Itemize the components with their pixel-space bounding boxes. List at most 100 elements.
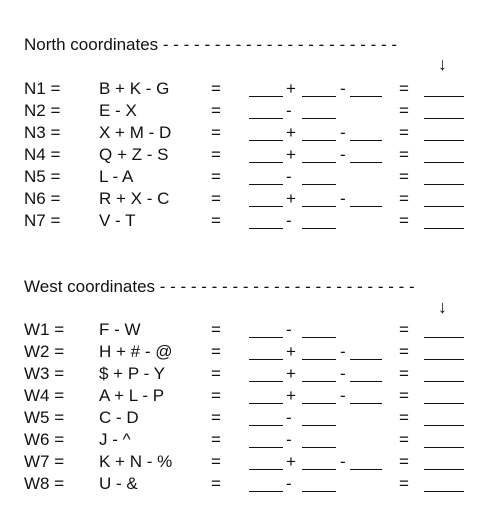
equals-sign: = <box>211 79 221 98</box>
coordinate-row: W1 =F - W=-= <box>0 320 500 342</box>
answer-blank-2[interactable] <box>302 403 336 404</box>
row-label: N3 = <box>24 123 61 142</box>
result-equals-sign: = <box>399 430 409 449</box>
answer-blank-1[interactable] <box>249 228 283 229</box>
answer-blank-1[interactable] <box>249 491 283 492</box>
operator-2: - <box>340 386 346 405</box>
answer-blank-1[interactable] <box>249 206 283 207</box>
answer-blank-1[interactable] <box>249 140 283 141</box>
answer-blank-3[interactable] <box>350 162 382 163</box>
answer-blank-2[interactable] <box>302 337 336 338</box>
coordinate-row: W5 =C - D=-= <box>0 408 500 430</box>
west-heading: West coordinates - - - - - - - - - - - -… <box>24 277 415 296</box>
result-equals-sign: = <box>399 320 409 339</box>
answer-blank-2[interactable] <box>302 491 336 492</box>
answer-blank-2[interactable] <box>302 469 336 470</box>
operator-1: - <box>286 408 292 427</box>
answer-blank-2[interactable] <box>302 118 336 119</box>
equals-sign: = <box>211 320 221 339</box>
answer-blank-1[interactable] <box>249 96 283 97</box>
row-expression: X + M - D <box>99 123 172 142</box>
answer-blank-1[interactable] <box>249 447 283 448</box>
operator-2: - <box>340 342 346 361</box>
answer-blank-2[interactable] <box>302 206 336 207</box>
answer-blank-2[interactable] <box>302 184 336 185</box>
operator-2: - <box>340 364 346 383</box>
row-expression: B + K - G <box>99 79 170 98</box>
result-blank[interactable] <box>424 162 464 163</box>
equals-sign: = <box>211 189 221 208</box>
result-blank[interactable] <box>424 403 464 404</box>
operator-2: - <box>340 145 346 164</box>
result-blank[interactable] <box>424 96 464 97</box>
operator-1: + <box>286 364 296 383</box>
answer-blank-1[interactable] <box>249 118 283 119</box>
result-blank[interactable] <box>424 118 464 119</box>
result-blank[interactable] <box>424 206 464 207</box>
answer-blank-3[interactable] <box>350 381 382 382</box>
operator-1: + <box>286 145 296 164</box>
equals-sign: = <box>211 386 221 405</box>
answer-blank-1[interactable] <box>249 381 283 382</box>
row-label: W7 = <box>24 452 65 471</box>
answer-blank-1[interactable] <box>249 162 283 163</box>
operator-1: - <box>286 211 292 230</box>
answer-blank-2[interactable] <box>302 228 336 229</box>
equals-sign: = <box>211 452 221 471</box>
answer-blank-3[interactable] <box>350 140 382 141</box>
answer-blank-3[interactable] <box>350 96 382 97</box>
answer-blank-2[interactable] <box>302 447 336 448</box>
result-blank[interactable] <box>424 425 464 426</box>
result-equals-sign: = <box>399 101 409 120</box>
coordinate-row: N3 =X + M - D=+-= <box>0 123 500 145</box>
row-expression: $ + P - Y <box>99 364 165 383</box>
equals-sign: = <box>211 364 221 383</box>
answer-blank-2[interactable] <box>302 140 336 141</box>
north-down-arrow-icon: ↓ <box>438 54 447 74</box>
result-blank[interactable] <box>424 337 464 338</box>
result-blank[interactable] <box>424 469 464 470</box>
answer-blank-3[interactable] <box>350 403 382 404</box>
answer-blank-3[interactable] <box>350 206 382 207</box>
result-blank[interactable] <box>424 447 464 448</box>
answer-blank-2[interactable] <box>302 359 336 360</box>
row-label: W3 = <box>24 364 65 383</box>
answer-blank-1[interactable] <box>249 403 283 404</box>
equals-sign: = <box>211 211 221 230</box>
answer-blank-1[interactable] <box>249 469 283 470</box>
answer-blank-2[interactable] <box>302 162 336 163</box>
equals-sign: = <box>211 101 221 120</box>
row-expression: R + X - C <box>99 189 170 208</box>
result-equals-sign: = <box>399 342 409 361</box>
row-expression: H + # - @ <box>99 342 173 361</box>
row-expression: V - T <box>99 211 136 230</box>
answer-blank-1[interactable] <box>249 425 283 426</box>
coordinate-row: N2 =E - X=-= <box>0 101 500 123</box>
row-expression: F - W <box>99 320 141 339</box>
row-expression: J - ^ <box>99 430 131 449</box>
result-blank[interactable] <box>424 491 464 492</box>
result-blank[interactable] <box>424 359 464 360</box>
row-expression: E - X <box>99 101 137 120</box>
answer-blank-3[interactable] <box>350 359 382 360</box>
answer-blank-2[interactable] <box>302 425 336 426</box>
coordinate-row: N4 =Q + Z - S=+-= <box>0 145 500 167</box>
result-blank[interactable] <box>424 184 464 185</box>
result-blank[interactable] <box>424 381 464 382</box>
result-blank[interactable] <box>424 228 464 229</box>
answer-blank-1[interactable] <box>249 184 283 185</box>
row-label: W5 = <box>24 408 65 427</box>
row-label: W1 = <box>24 320 65 339</box>
coordinate-row: W3 =$ + P - Y=+-= <box>0 364 500 386</box>
result-blank[interactable] <box>424 140 464 141</box>
coordinate-row: W2 =H + # - @=+-= <box>0 342 500 364</box>
answer-blank-1[interactable] <box>249 359 283 360</box>
coordinate-row: W8 =U - &=-= <box>0 474 500 496</box>
answer-blank-1[interactable] <box>249 337 283 338</box>
operator-2: - <box>340 123 346 142</box>
answer-blank-3[interactable] <box>350 469 382 470</box>
result-equals-sign: = <box>399 386 409 405</box>
answer-blank-2[interactable] <box>302 381 336 382</box>
answer-blank-2[interactable] <box>302 96 336 97</box>
row-expression: L - A <box>99 167 134 186</box>
